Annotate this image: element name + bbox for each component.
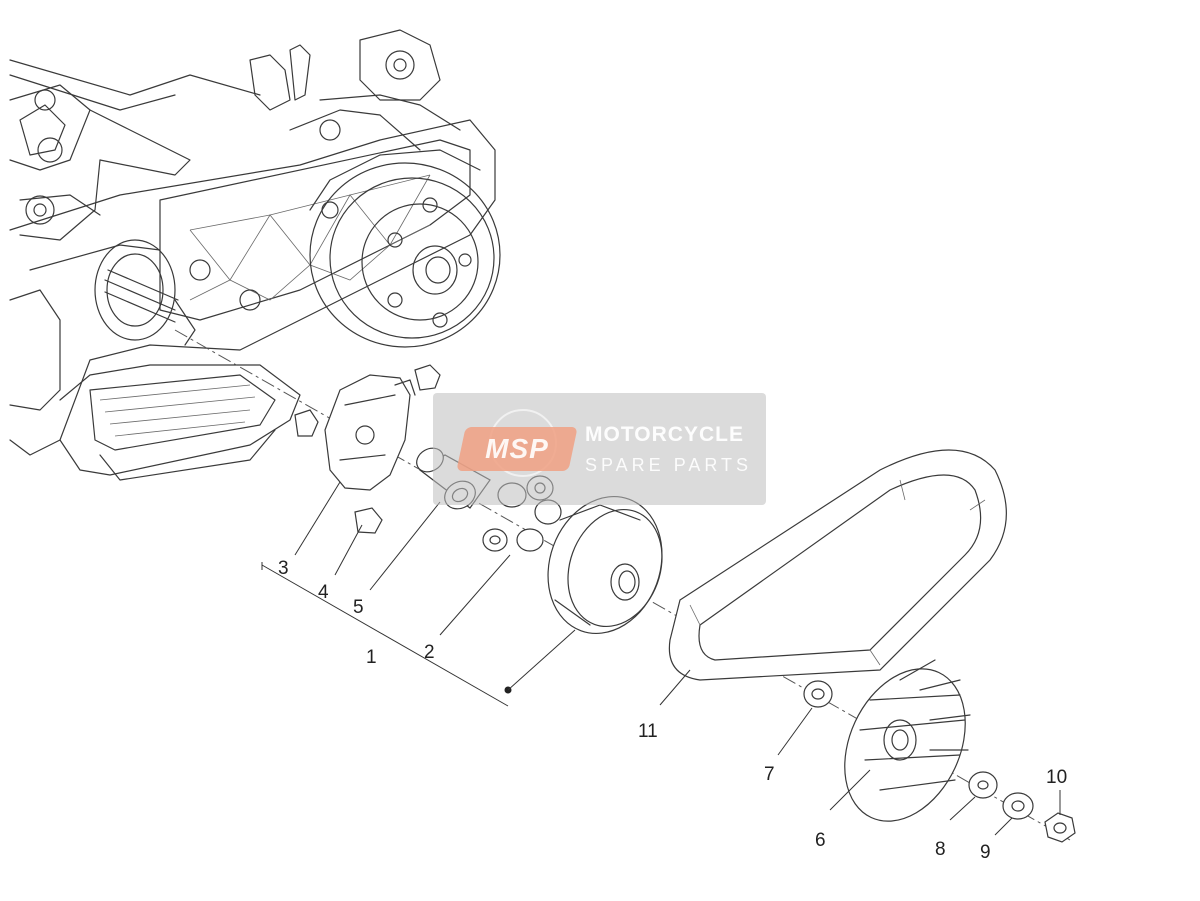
washer-8 [968,771,998,799]
watermark-banner: MSP MOTORCYCLE SPARE PARTS [433,393,766,505]
callout-4: 4 [318,582,329,603]
callout-7: 7 [764,764,775,785]
callout-10: 10 [1046,767,1067,788]
variator-pulley [547,495,663,635]
callout-5: 5 [353,597,364,618]
slider-piece [354,507,383,534]
washer-9 [1002,792,1034,820]
nut-10 [1044,812,1076,843]
callout-6: 6 [815,830,826,851]
washer-7 [803,680,833,708]
callout-3: 3 [278,558,289,579]
msp-logo: MSP [456,427,578,471]
ramp-plate [324,374,416,491]
drive-belt [668,449,1007,681]
callout-2: 2 [424,642,435,663]
callout-numbers: 1 2 3 4 5 6 7 8 9 10 11 [278,558,1067,863]
slider-top [414,364,441,391]
engine-case-drawing [9,29,501,481]
leader-lines [261,481,1061,836]
callout-8: 8 [935,839,946,860]
watermark-title: MOTORCYCLE [585,423,744,446]
fan-pulley [844,659,971,822]
slider-left [294,409,319,437]
msp-logo-text: MSP [485,433,549,464]
watermark-subtitle: SPARE PARTS [585,455,753,475]
callout-11: 11 [638,721,658,742]
callout-9: 9 [980,842,991,863]
callout-1: 1 [366,647,377,668]
